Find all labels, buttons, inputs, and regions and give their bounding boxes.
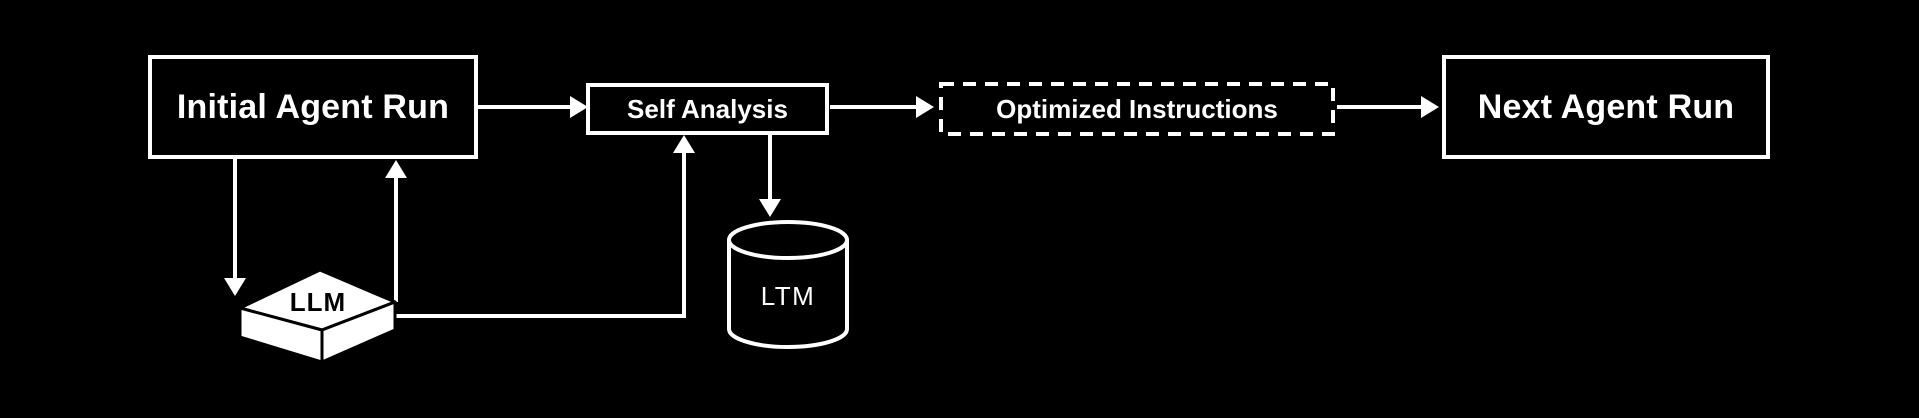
arrow-llm-to-self-vline (682, 152, 686, 318)
arrow-self-to-optimized-head (916, 96, 934, 118)
ltm-cylinder-shape (727, 220, 849, 349)
arrow-initial-to-self-line (478, 105, 574, 109)
ltm-label: LTM (760, 280, 816, 311)
arrow-self-to-optimized-line (830, 105, 918, 109)
arrow-llm-to-initial-head (385, 160, 407, 178)
node-next-agent-run: Next Agent Run (1442, 55, 1770, 159)
node-initial-agent-run-label: Initial Agent Run (176, 87, 450, 126)
arrow-optimized-to-next-head (1421, 96, 1439, 118)
node-optimized-instructions-label: Optimized Instructions (996, 93, 1278, 124)
llm-label: LLM (289, 286, 347, 317)
arrow-llm-to-initial-line (394, 178, 398, 302)
arrow-initial-to-llm-line (233, 158, 237, 280)
node-self-analysis: Self Analysis (586, 83, 829, 135)
node-optimized-instructions: Optimized Instructions (939, 82, 1335, 136)
llm-chip-shape (238, 268, 397, 364)
arrow-self-to-ltm-head (759, 199, 781, 217)
arrow-llm-to-self-hline (396, 314, 686, 318)
node-next-agent-run-label: Next Agent Run (1477, 87, 1735, 126)
arrow-initial-to-self-head (570, 96, 588, 118)
arrow-optimized-to-next-line (1337, 105, 1423, 109)
arrow-initial-to-llm-head (224, 278, 246, 296)
arrow-self-to-ltm-line (768, 135, 772, 201)
arrow-llm-to-self-head (673, 135, 695, 153)
node-self-analysis-label: Self Analysis (627, 93, 788, 124)
node-initial-agent-run: Initial Agent Run (148, 55, 478, 159)
